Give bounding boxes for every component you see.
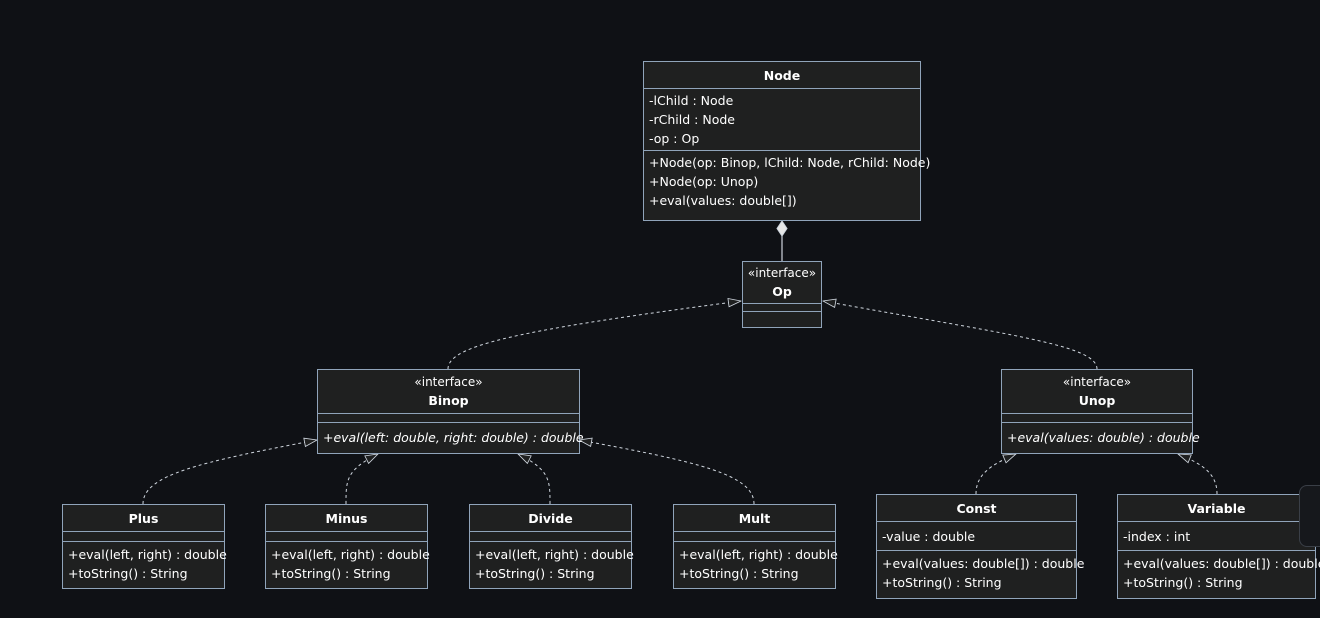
methods-section: +eval(values: double[]) : double +toStri… — [1118, 551, 1320, 594]
class-name: Unop — [1078, 393, 1116, 408]
method: +eval(left, right) : double — [475, 547, 634, 562]
class-name: Divide — [528, 511, 573, 526]
method: +toString() : String — [1123, 575, 1243, 590]
attribute: -rChild : Node — [649, 112, 735, 127]
class-header: Const — [877, 495, 1076, 522]
method: +toString() : String — [475, 566, 595, 581]
composition-diamond — [776, 220, 788, 237]
method: +eval(values: double[]) : double — [1123, 556, 1320, 571]
method: +eval(left: double, right: double) : dou… — [323, 430, 584, 445]
class-name: Plus — [128, 511, 159, 526]
interface-unop[interactable]: «interface» Unop +eval(values: double) :… — [1001, 369, 1200, 454]
class-name: Mult — [738, 511, 771, 526]
class-variable[interactable]: Variable -index : int +eval(values: doub… — [1117, 494, 1320, 599]
attributes-section — [743, 304, 821, 312]
attributes-section — [1002, 414, 1192, 423]
class-minus[interactable]: Minus +eval(left, right) : double +toStr… — [265, 504, 430, 589]
attributes-section — [674, 532, 835, 542]
stereotype-label: «interface» — [1062, 375, 1132, 389]
realization-edge-const-unop — [975, 454, 1016, 495]
interface-op[interactable]: «interface» Op — [742, 261, 822, 328]
stereotype-label: «interface» — [414, 375, 483, 389]
method: +eval(values: double) : double — [1007, 430, 1200, 445]
method: +eval(values: double[]) — [649, 193, 797, 208]
method: +eval(left, right) : double — [271, 547, 430, 562]
attributes-section — [63, 532, 224, 542]
methods-section: +eval(left, right) : double +toString() … — [266, 542, 430, 585]
realization-edge-mult-binop — [579, 440, 755, 505]
method: +toString() : String — [68, 566, 188, 581]
method: +toString() : String — [679, 566, 799, 581]
method: +eval(left, right) : double — [679, 547, 838, 562]
class-header: «interface» Unop — [1002, 370, 1192, 414]
class-const[interactable]: Const -value : double +eval(values: doub… — [876, 494, 1085, 599]
attribute: -lChild : Node — [649, 93, 734, 108]
attribute: -index : int — [1123, 529, 1191, 544]
method: +Node(op: Binop, lChild: Node, rChild: N… — [649, 155, 931, 170]
realization-edge-unop-op — [823, 301, 1098, 370]
methods-section: +eval(values: double) : double — [1002, 423, 1200, 449]
methods-section: +Node(op: Binop, lChild: Node, rChild: N… — [644, 151, 931, 212]
attributes-section: -index : int — [1118, 522, 1315, 551]
class-header: Divide — [470, 505, 631, 532]
class-header: Node — [644, 62, 920, 89]
class-mult[interactable]: Mult +eval(left, right) : double +toStri… — [673, 504, 838, 589]
class-header: «interface» Binop — [318, 370, 579, 414]
class-header: Mult — [674, 505, 835, 532]
class-plus[interactable]: Plus +eval(left, right) : double +toStri… — [62, 504, 227, 589]
method: +Node(op: Unop) — [649, 174, 759, 189]
interface-binop[interactable]: «interface» Binop +eval(left: double, ri… — [317, 369, 584, 454]
attribute: -op : Op — [649, 131, 700, 146]
methods-section: +eval(left, right) : double +toString() … — [674, 542, 838, 585]
class-header: Plus — [63, 505, 224, 532]
realization-edge-minus-binop — [345, 454, 378, 505]
method: +eval(values: double[]) : double — [882, 556, 1085, 571]
class-name: Binop — [428, 393, 469, 408]
class-node[interactable]: Node -lChild : Node -rChild : Node -op :… — [643, 61, 931, 221]
stereotype-label: «interface» — [747, 266, 817, 280]
class-header: «interface» Op — [743, 262, 821, 304]
class-header: Minus — [266, 505, 427, 532]
method: +toString() : String — [271, 566, 391, 581]
class-header: Variable — [1118, 495, 1315, 522]
realization-edge-divide-binop — [518, 454, 551, 505]
attributes-section — [318, 414, 579, 423]
methods-section: +eval(left, right) : double +toString() … — [63, 542, 227, 585]
class-name: Op — [772, 284, 792, 299]
method: +toString() : String — [882, 575, 1002, 590]
attributes-section — [266, 532, 427, 542]
class-name: Node — [763, 68, 801, 83]
methods-section — [743, 312, 821, 319]
realization-edge-plus-binop — [142, 440, 317, 505]
class-divide[interactable]: Divide +eval(left, right) : double +toSt… — [469, 504, 634, 589]
attributes-section: -value : double — [877, 522, 1076, 551]
realization-edge-binop-op — [447, 301, 741, 370]
class-name: Minus — [325, 511, 368, 526]
attributes-section: -lChild : Node -rChild : Node -op : Op — [644, 89, 920, 151]
side-panel-tab[interactable] — [1299, 485, 1320, 547]
method: +eval(left, right) : double — [68, 547, 227, 562]
methods-section: +eval(left, right) : double +toString() … — [470, 542, 634, 585]
methods-section: +eval(values: double[]) : double +toStri… — [877, 551, 1085, 594]
methods-section: +eval(left: double, right: double) : dou… — [318, 423, 584, 449]
realization-edge-variable-unop — [1178, 454, 1218, 495]
attribute: -value : double — [882, 529, 976, 544]
class-name: Const — [956, 501, 997, 516]
class-name: Variable — [1187, 501, 1246, 516]
attributes-section — [470, 532, 631, 542]
